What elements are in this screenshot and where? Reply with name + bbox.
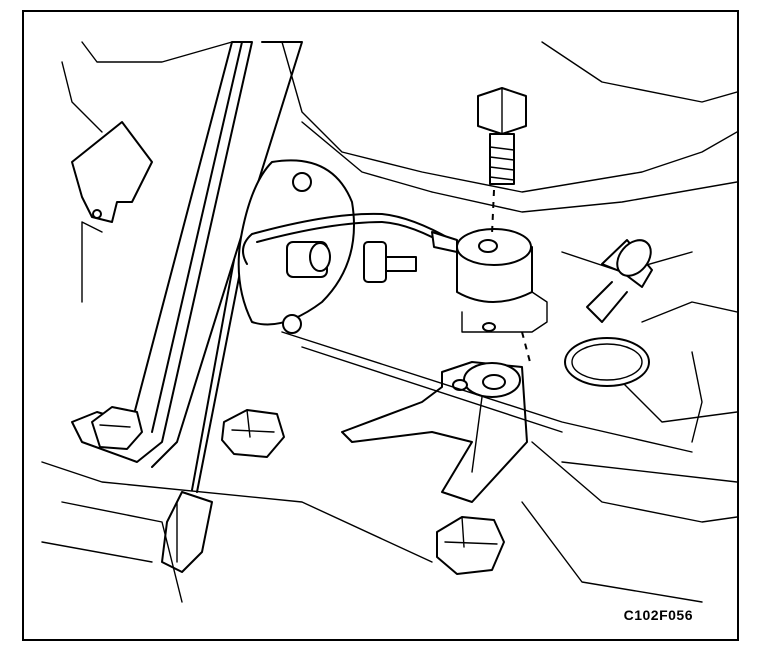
coolant-pipe	[586, 239, 653, 323]
engine-block-outline	[61, 41, 737, 443]
hex-bolt-middle	[221, 409, 285, 458]
diagram-frame: C102F056	[22, 10, 739, 641]
side-bracket	[71, 121, 153, 303]
mounting-bracket	[341, 361, 528, 503]
round-housing	[237, 159, 417, 334]
lower-block-lines	[41, 331, 737, 603]
o-ring	[564, 337, 650, 387]
hex-bolt-bottom	[436, 516, 505, 575]
sensor-wire	[242, 212, 458, 265]
knock-sensor-installation-illustration	[41, 41, 737, 603]
sensor-bolt	[477, 87, 527, 235]
figure-code-label: C102F056	[623, 607, 693, 623]
knock-sensor	[456, 228, 548, 363]
hex-bolt-left	[91, 406, 143, 450]
screwdriver	[161, 259, 243, 573]
